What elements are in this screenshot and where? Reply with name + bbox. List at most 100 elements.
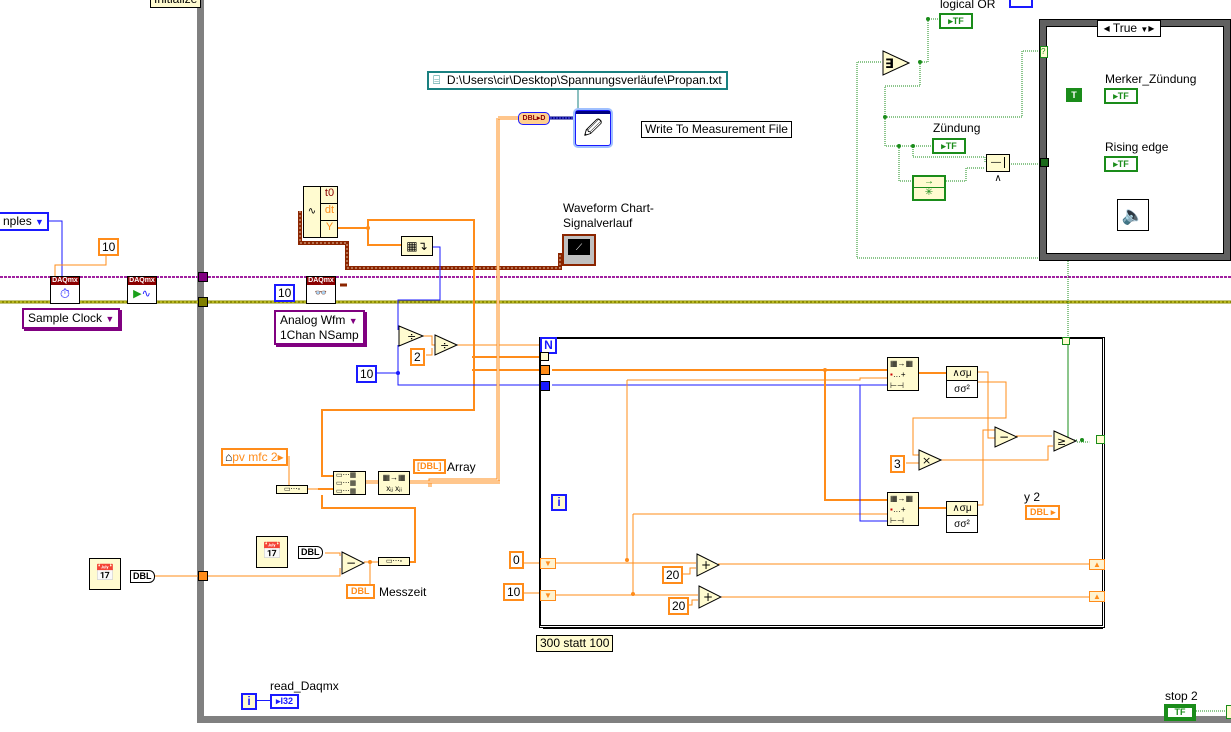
add-node-a[interactable]: + — [696, 553, 720, 577]
times-symbol: × — [922, 454, 931, 467]
true-constant[interactable]: T — [1066, 88, 1082, 102]
rising-edge-label: Rising edge — [1105, 140, 1169, 154]
build-array-node-main[interactable]: ▭⋯▦▭⋯▦▭⋯▦ — [333, 471, 366, 495]
rising-edge-indicator: ▸TF — [1104, 156, 1138, 172]
and-node[interactable]: — ∧ — [986, 154, 1010, 184]
while-loop-bottom-border — [197, 716, 1231, 723]
read-daqmx-label: read_Daqmx — [270, 679, 339, 693]
multiplier-constant[interactable]: 3 — [890, 455, 905, 473]
greater-equal-node[interactable]: ≥ — [1053, 430, 1077, 452]
tunnel-array — [540, 352, 549, 361]
file-path-constant[interactable]: ⌸ D:\Users\cir\Desktop\Spannungsverläufe… — [427, 71, 728, 90]
next-case-icon[interactable]: ▸ — [1148, 21, 1155, 35]
loop-comment: 300 statt 100 — [536, 635, 614, 652]
get-date-time-node-left[interactable]: 📅 — [89, 558, 121, 590]
array-label: Array — [447, 460, 476, 474]
daqmx-read-node[interactable]: DAQmx👓 — [306, 276, 336, 304]
array-size-node[interactable]: ▦↴ — [401, 236, 433, 256]
feedback-node[interactable]: →✳ — [912, 175, 946, 201]
daqmx-header: DAQmx — [51, 277, 79, 285]
node-header — [576, 111, 610, 114]
to-dbl-left: DBL — [130, 570, 155, 583]
waveform-t0: t0 — [321, 187, 338, 204]
logical-or-indicator: ▸TF — [939, 13, 973, 29]
loop-condition-terminal[interactable] — [1226, 705, 1231, 719]
add-node-b[interactable]: + — [698, 585, 722, 609]
shift-register-left-b[interactable]: ▼ — [540, 590, 556, 601]
case-selector-terminal: ? — [1040, 46, 1048, 58]
waveform-chart-label: Waveform Chart-Signalverlauf — [563, 201, 654, 230]
add-a-constant[interactable]: 20 — [662, 566, 684, 584]
shift-init-a-constant[interactable]: 0 — [509, 551, 524, 569]
waveform-dt: dt — [321, 204, 338, 221]
clock-icon: ⏱ — [59, 286, 71, 301]
case-tunnel-rising — [1040, 158, 1049, 167]
disk-pencil-icon: 🖉 — [583, 118, 603, 138]
waveform-icon: ∿ — [304, 187, 321, 237]
multiply-node[interactable]: × — [918, 449, 942, 471]
subtract-node-messzeit[interactable]: − — [341, 551, 365, 575]
file-path-value: D:\Users\cir\Desktop\Spannungsverläufe\P… — [446, 73, 722, 87]
for-loop[interactable] — [539, 337, 1105, 628]
beep-node[interactable]: 🔈 — [1117, 199, 1149, 231]
add-b-constant[interactable]: 20 — [668, 597, 690, 615]
chart-icon: ⟋ — [568, 239, 590, 255]
build-array-node-1[interactable]: ▭⋯▫ — [276, 485, 308, 494]
tunnel-bool-top — [1062, 337, 1070, 345]
merker-zundung-indicator: ▸TF — [1104, 88, 1138, 104]
arrow-right-icon: → — [914, 177, 944, 188]
get-waveform-components[interactable]: ∿ t0 dt Y — [303, 186, 338, 238]
array-subset-node-2[interactable]: ▦→▦▪…+⊢⊣ — [887, 492, 919, 526]
loop-count-constant[interactable]: 10 — [356, 365, 378, 383]
for-loop-shadow — [543, 626, 1103, 629]
shift-register-left-a[interactable]: ▼ — [540, 558, 556, 569]
read-samples-constant[interactable]: 10 — [274, 284, 296, 302]
divisor-constant[interactable]: 2 — [410, 348, 425, 366]
waveform-chart-terminal[interactable]: ⟋ — [562, 234, 596, 266]
analog-wfm-line2: 1Chan NSamp — [280, 328, 359, 342]
dropdown-arrow-icon: ▼ — [105, 314, 115, 324]
samples-mode-enum[interactable]: nples ▼ — [0, 212, 49, 231]
array-size-icon: ▦↴ — [406, 239, 428, 253]
shift-register-right-a[interactable]: ▲ — [1089, 559, 1105, 570]
std-top: ∧σμ — [947, 502, 977, 516]
y2-indicator: DBL ▸ — [1025, 505, 1061, 520]
pv-mfc-local-variable[interactable]: ⌂pv mfc 2▸ — [221, 448, 288, 466]
start-icon: ▶∿ — [133, 288, 151, 300]
shift-init-b-constant[interactable]: 10 — [503, 583, 525, 601]
zundung-label: Zündung — [933, 121, 981, 135]
array-subset-node-1[interactable]: ▦→▦▪…+⊢⊣ — [887, 357, 919, 391]
shift-register-right-b[interactable]: ▲ — [1089, 591, 1105, 602]
to-dynamic-data-node[interactable]: DBL▸D — [518, 112, 550, 125]
messzeit-indicator: DBL — [346, 584, 375, 599]
std-bot: σσ² — [954, 384, 970, 395]
get-date-time-node[interactable]: 📅 — [256, 536, 288, 568]
divide-node-1[interactable]: ÷ — [398, 325, 424, 347]
dropdown-arrow-icon: ▼ — [348, 316, 358, 326]
read-icon: 👓 — [314, 288, 328, 299]
build-array-node-2[interactable]: ▭⋯▫ — [378, 557, 410, 566]
write-to-measurement-file-node[interactable]: 🖉 — [575, 110, 611, 146]
divide-node-2[interactable]: ÷ — [434, 334, 458, 356]
stop2-control[interactable]: TF — [1164, 704, 1196, 721]
speaker-icon: 🔈 — [1121, 205, 1145, 225]
transpose-array-node[interactable]: ▦→▦xᵢⱼ xⱼᵢ — [378, 471, 410, 495]
daqmx-start-task-node[interactable]: DAQmx ▶∿ — [127, 276, 157, 304]
y2-label: y 2 — [1024, 490, 1041, 504]
subtract-node[interactable]: − — [994, 426, 1018, 448]
case-structure[interactable] — [1040, 20, 1230, 260]
daqmx-timing-node[interactable]: DAQmx⏱ — [50, 276, 80, 304]
analog-wfm-enum[interactable]: Analog Wfm ▼1Chan NSamp — [274, 310, 365, 345]
samples-per-channel-constant[interactable]: 10 — [98, 238, 120, 256]
daqmx-header: DAQmx — [128, 277, 156, 285]
or-array-elements-node[interactable]: ∃ — [882, 50, 910, 76]
dropdown-arrow-icon: ▼ — [35, 217, 44, 227]
dropdown-arrow-icon[interactable]: ▼ — [1140, 25, 1149, 34]
prev-case-icon[interactable]: ◂ — [1103, 21, 1110, 35]
loop-index-terminal: i — [551, 494, 567, 511]
case-selector[interactable]: ◂ True ▼▸ — [1097, 20, 1161, 37]
sample-clock-enum[interactable]: Sample Clock ▼ — [22, 308, 121, 329]
